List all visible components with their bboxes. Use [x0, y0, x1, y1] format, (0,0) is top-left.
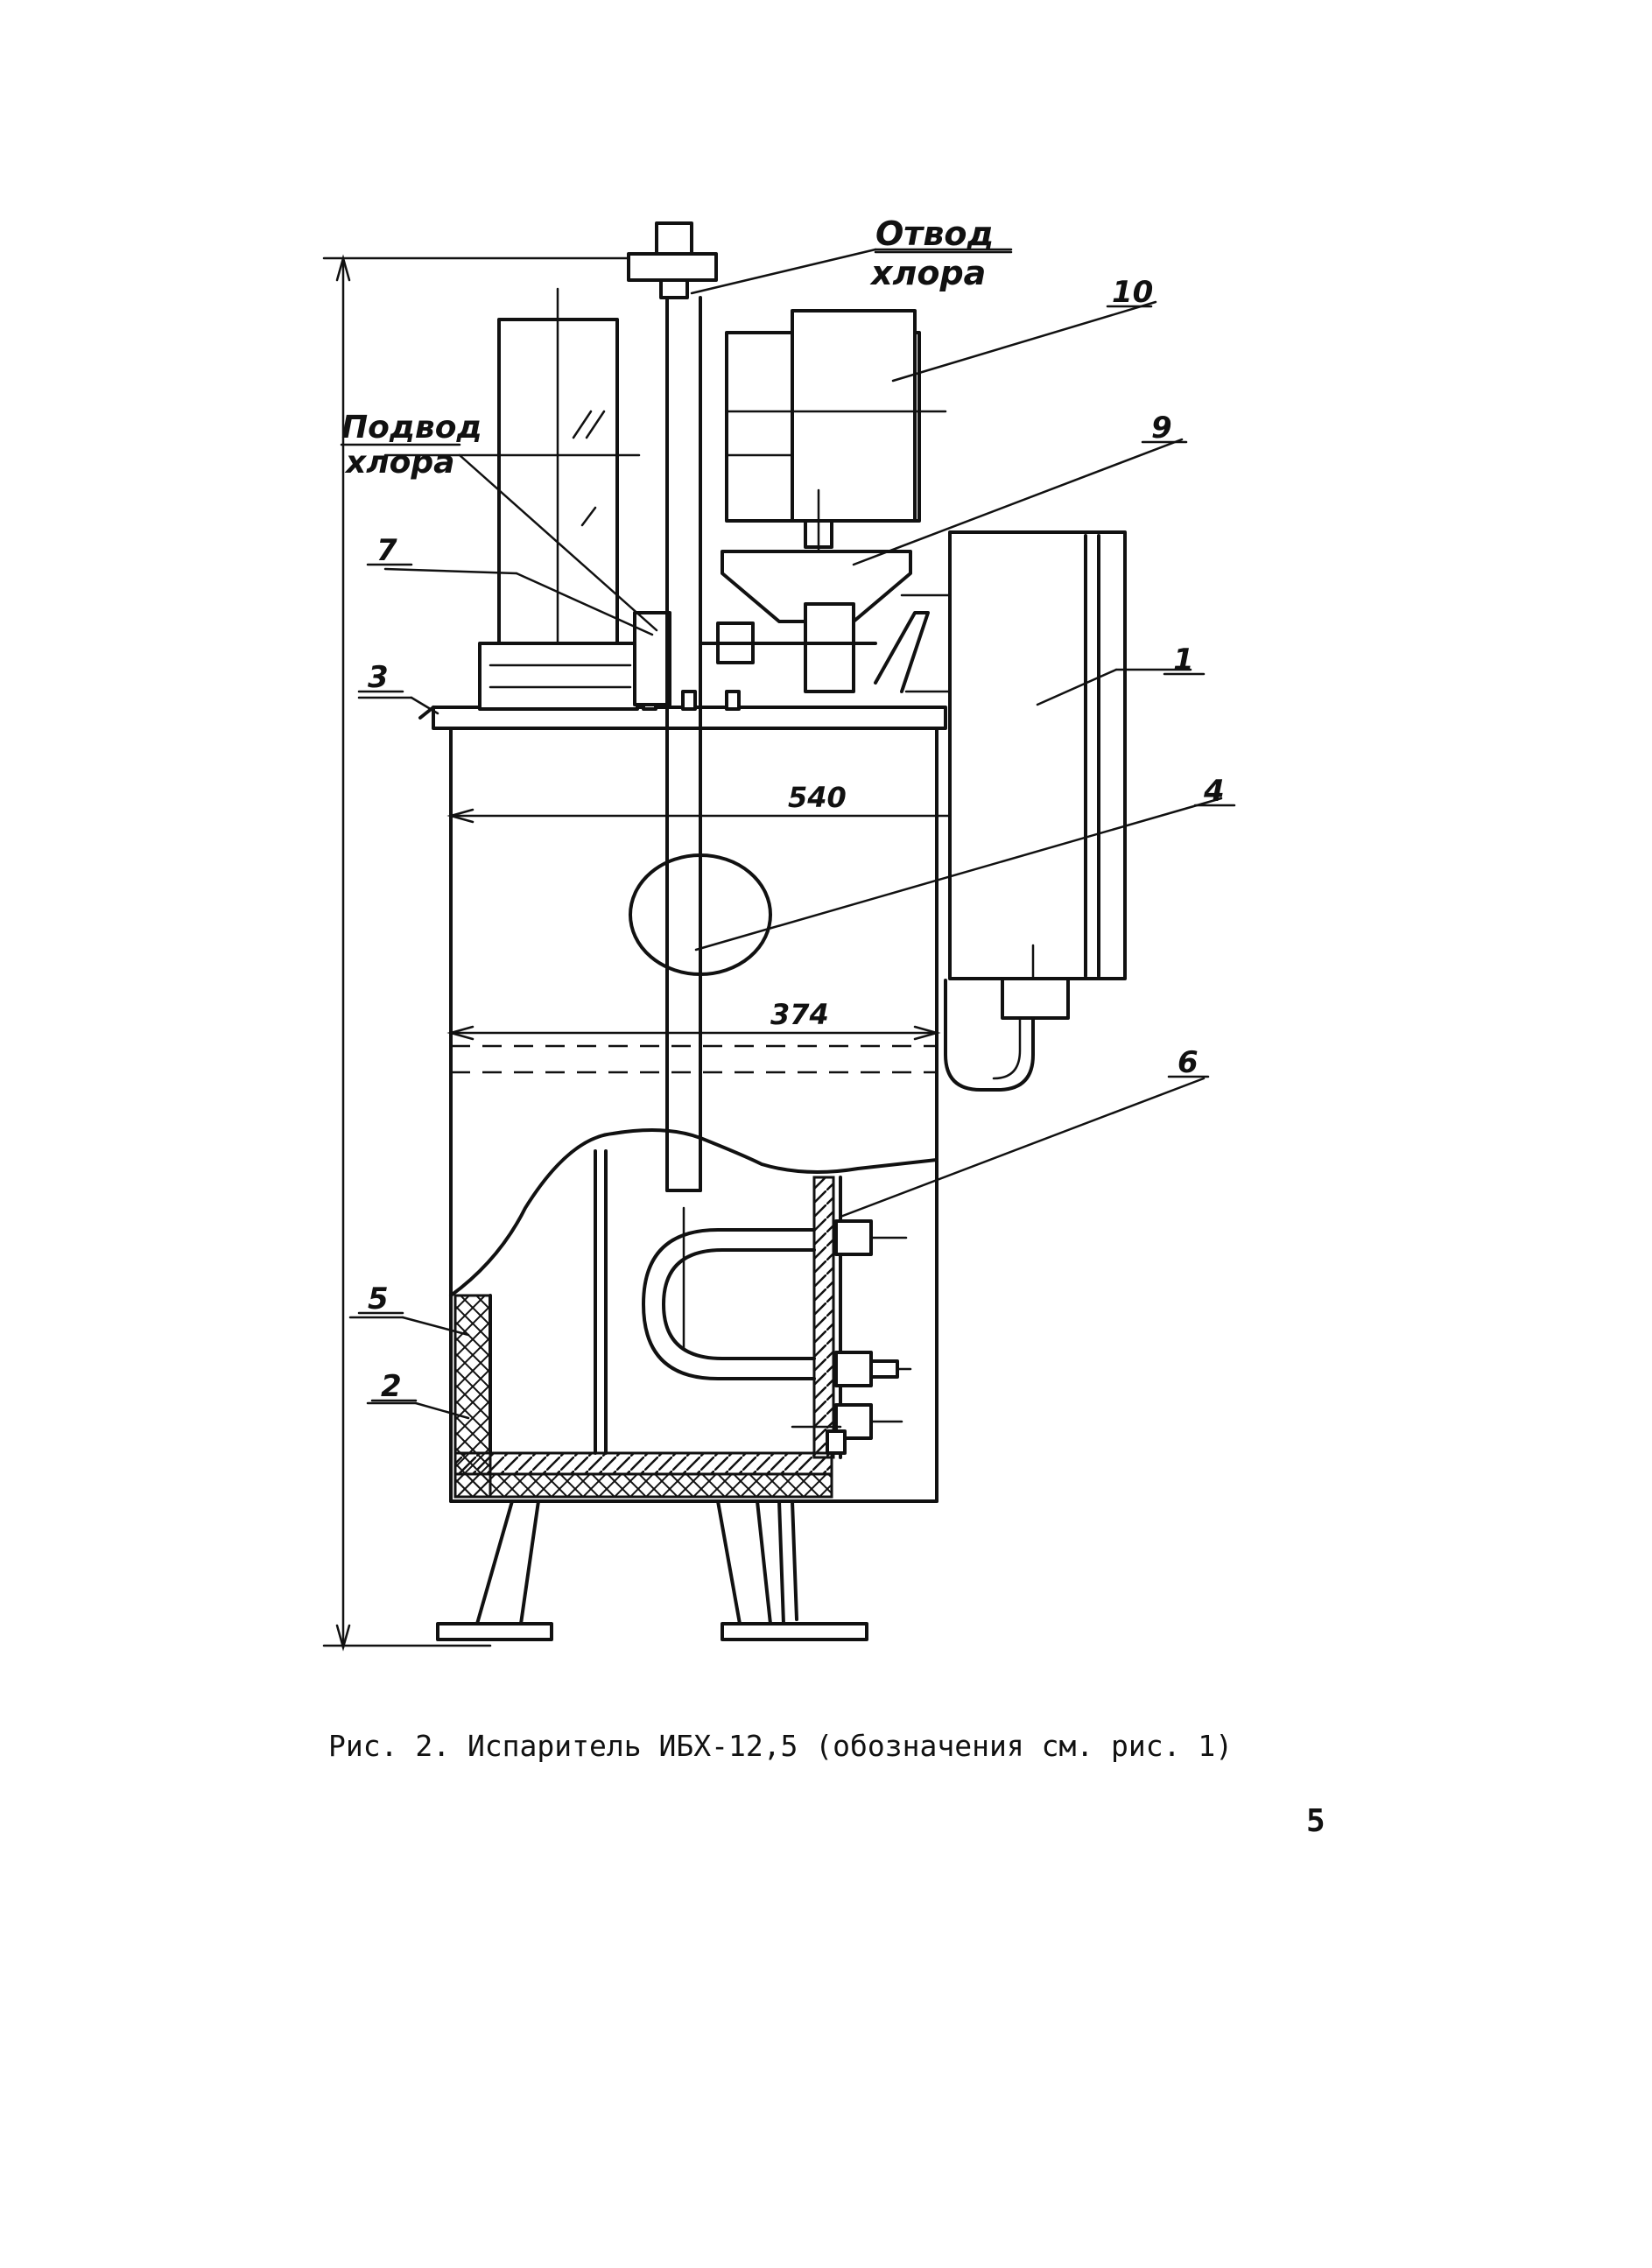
component-7-cylinder	[478, 287, 671, 711]
legs	[436, 1499, 868, 1641]
dim-374: 374	[446, 998, 941, 1041]
label-outlet-2: хлора	[869, 254, 986, 292]
label-10: 10	[1112, 275, 1153, 310]
central-pipe	[627, 221, 718, 1350]
label-4: 4	[1203, 774, 1225, 809]
callout-labels: Отвод хлора Подвод хлора 10 9 7 3 1 4 6 …	[341, 214, 1225, 1404]
label-7: 7	[376, 533, 397, 568]
component-9-valve	[699, 550, 956, 693]
page-number: 5	[1306, 1803, 1325, 1839]
label-2: 2	[381, 1369, 402, 1404]
dim-540-text: 540	[788, 781, 847, 814]
label-inlet-2: хлора	[344, 445, 454, 481]
label-outlet-1: Отвод	[875, 214, 994, 253]
label-3: 3	[368, 660, 389, 695]
component-10-gauge	[725, 309, 947, 571]
dim-374-text: 374	[770, 998, 829, 1031]
label-inlet-1: Подвод	[341, 410, 482, 446]
label-6: 6	[1177, 1045, 1199, 1080]
label-5: 5	[368, 1281, 389, 1317]
component-6-heater	[642, 1219, 912, 1455]
overall-height-dimension	[322, 254, 667, 1652]
component-1-control-box	[944, 530, 1127, 1092]
label-1: 1	[1173, 642, 1194, 678]
leader-lines	[348, 248, 1223, 1420]
cutaway-section	[449, 1128, 938, 1499]
figure-caption: Рис. 2. Испаритель ИБХ-12,5 (обозначения…	[328, 1729, 1234, 1763]
label-9: 9	[1151, 411, 1172, 446]
label-underlines	[340, 250, 1236, 1402]
